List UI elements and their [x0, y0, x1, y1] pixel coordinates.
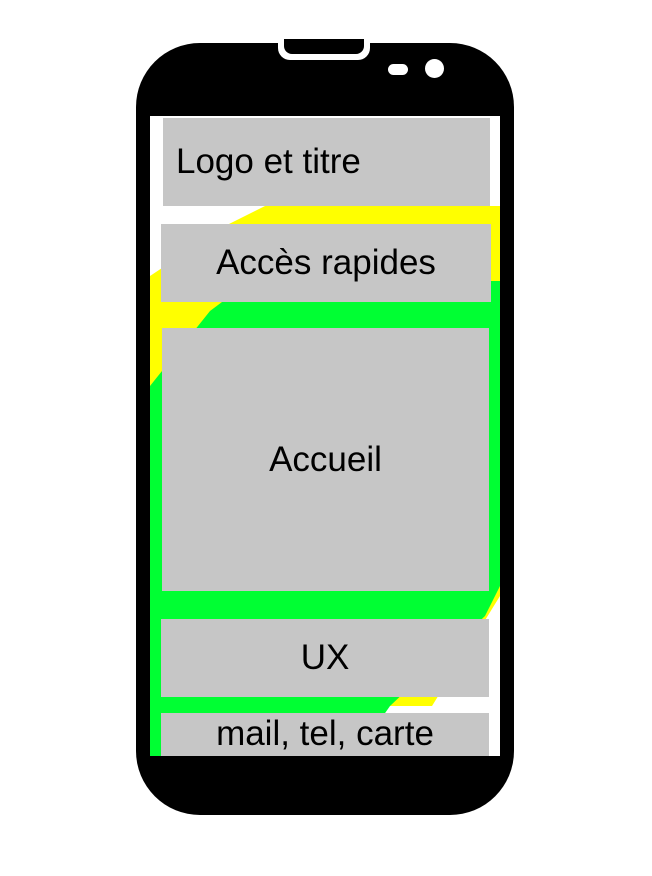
- camera-icon: [425, 59, 444, 78]
- home-label: Accueil: [269, 439, 382, 479]
- quick-access-label: Accès rapides: [216, 243, 436, 282]
- sensor-icon: [388, 64, 408, 75]
- contact-label: mail, tel, carte: [216, 714, 434, 753]
- contact-block[interactable]: mail, tel, carte: [161, 713, 489, 756]
- home-block[interactable]: Accueil: [162, 328, 489, 591]
- notch-inner: [284, 39, 364, 54]
- quick-access-block[interactable]: Accès rapides: [161, 224, 491, 302]
- logo-and-title-label: Logo et titre: [176, 142, 361, 181]
- phone-screen: Logo et titre Accès rapides Accueil UX m…: [150, 116, 500, 756]
- ux-block[interactable]: UX: [161, 619, 489, 697]
- logo-and-title-block[interactable]: Logo et titre: [163, 118, 490, 206]
- ux-label: UX: [300, 638, 350, 677]
